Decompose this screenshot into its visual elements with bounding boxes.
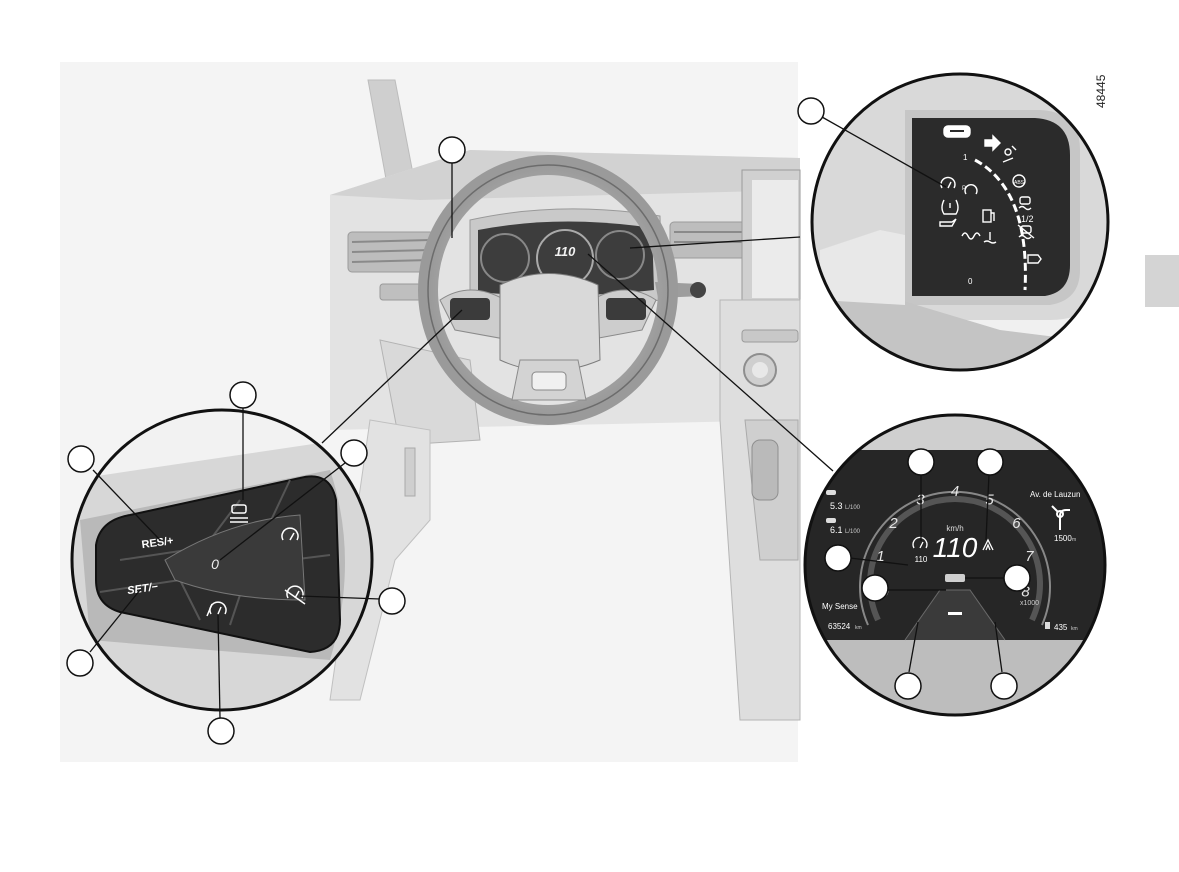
callout-circle xyxy=(861,574,889,602)
steering-left-buttons xyxy=(450,298,490,320)
rpm-tick-label: 8 xyxy=(1021,584,1030,601)
range: 435 xyxy=(1054,623,1068,632)
coolant-icon xyxy=(983,232,997,244)
cruise-control-off-icon xyxy=(284,585,306,605)
speed-limiter-icon xyxy=(206,601,227,617)
consumption-1-unit: L/100 xyxy=(845,505,861,511)
nav-distance-unit: m xyxy=(1072,537,1076,543)
controls-callouts xyxy=(89,408,381,719)
speed-callouts xyxy=(849,473,1004,673)
steering-right-buttons xyxy=(606,298,646,320)
car-icon xyxy=(826,518,836,523)
consumption-2: 6.1 xyxy=(830,525,843,535)
glow-plug-icon xyxy=(961,232,981,240)
callout-circle xyxy=(990,672,1018,700)
fuel-icon xyxy=(982,209,995,223)
callout-circle xyxy=(438,136,466,164)
hill-start-icon xyxy=(1027,254,1042,264)
range-unit: km xyxy=(1071,626,1078,632)
rpm-tick-label: 7 xyxy=(1025,548,1034,565)
callout-circle xyxy=(976,448,1004,476)
rpm-tick-label: 5 xyxy=(985,492,994,509)
drive-mode: My Sense xyxy=(822,602,858,611)
oil-pressure-icon xyxy=(939,218,957,227)
section-tab xyxy=(1145,255,1179,307)
callout-circle xyxy=(1003,564,1031,592)
cluster-speed-readout: 110 xyxy=(555,244,576,259)
nav-distance: 1500 xyxy=(1054,534,1072,543)
tyre-pressure-icon xyxy=(941,199,959,215)
esp-icon xyxy=(1018,196,1032,211)
zero-button-label: 0 xyxy=(211,556,219,572)
street-name: Av. de Lauzun xyxy=(1030,490,1080,499)
consumption-2-unit: L/100 xyxy=(845,529,861,535)
lead-vehicle-icon xyxy=(945,574,965,582)
cruise-control-icon xyxy=(281,527,299,541)
odometer-unit: km xyxy=(855,625,862,631)
callout-circle xyxy=(229,381,257,409)
rpm-tick-label: 4 xyxy=(951,483,959,500)
service-wrench-icon xyxy=(943,125,971,138)
cruise-active-icon xyxy=(912,536,928,549)
set-speed: 110 xyxy=(915,555,928,564)
steering-controls-inset: 0 RES/+ SET/− xyxy=(70,408,374,712)
warning-lights-inset: 1 1/2 0 ABS P xyxy=(810,72,1110,372)
speed-readout: 110 xyxy=(933,532,978,563)
left-air-vent xyxy=(347,231,435,301)
abs-icon: ABS xyxy=(1012,174,1026,188)
speed-unit: km/h xyxy=(946,524,963,533)
gear-lever xyxy=(751,439,779,501)
res-button-label: RES/+ xyxy=(141,535,174,551)
lane-assist-icon xyxy=(982,538,994,551)
gauge-empty-label: 0 xyxy=(968,277,973,286)
callout-circle xyxy=(894,672,922,700)
callout-circle xyxy=(378,587,406,615)
callout-circle xyxy=(907,448,935,476)
callout-circle xyxy=(797,97,825,125)
rpm-tick-label: 1 xyxy=(876,548,884,565)
park-assist-icon: P xyxy=(962,184,978,195)
traction-off-icon xyxy=(1017,224,1035,240)
rpm-multiplier: x1000 xyxy=(1020,600,1039,607)
turn-signal-icon xyxy=(984,134,1001,152)
gauge-half-label: 1/2 xyxy=(1021,214,1034,224)
rpm-tick-label: 2 xyxy=(888,515,898,532)
speed-display-inset: 012345678 x1000 km/h 110 110 5.3 L/100 6… xyxy=(803,413,1107,717)
set-button-label: SET/− xyxy=(126,581,159,597)
turn-arrow-icon xyxy=(1051,505,1070,530)
gauge-full-label: 1 xyxy=(963,153,968,162)
car-icon xyxy=(826,490,836,495)
svg-text:ABS: ABS xyxy=(1014,180,1025,186)
callout-circle xyxy=(340,439,368,467)
adaptive-cruise-distance-icon xyxy=(230,504,248,523)
odometer: 63524 xyxy=(828,622,851,631)
callout-circle xyxy=(66,649,94,677)
steering-wheel xyxy=(418,155,678,425)
fuel-pump-icon xyxy=(1045,622,1050,629)
airbag-off-icon xyxy=(1002,145,1017,163)
consumption-1: 5.3 xyxy=(830,501,843,511)
callout-circle xyxy=(824,544,852,572)
leader-lines xyxy=(321,162,834,472)
callout-circle xyxy=(67,445,95,473)
rpm-tick-label: 6 xyxy=(1012,515,1021,532)
figure-reference: 48445 xyxy=(1094,74,1108,108)
svg-text:P: P xyxy=(962,186,966,192)
callout-circle xyxy=(207,717,235,745)
